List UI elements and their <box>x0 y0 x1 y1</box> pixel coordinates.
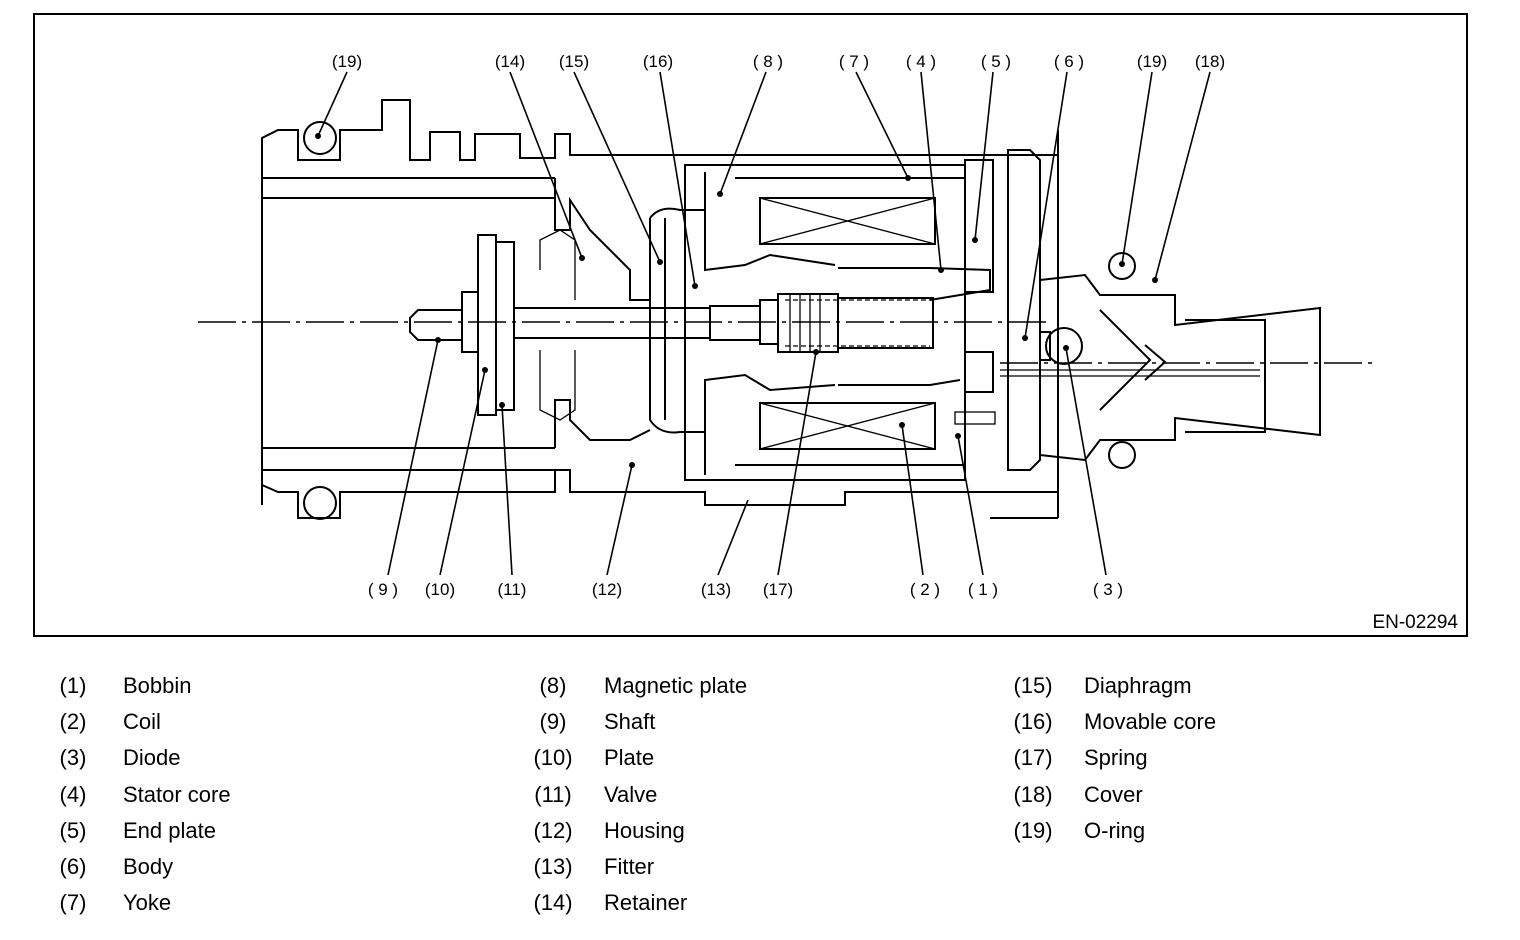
movable-core-and-spring <box>759 293 934 353</box>
legend-part-name: Stator core <box>123 781 231 807</box>
legend-number: (4) <box>59 781 87 807</box>
legend-number: (12) <box>533 817 573 843</box>
callout-7: ( 7 ) <box>839 52 869 71</box>
legend-number: (14) <box>533 890 573 916</box>
legend-number: (11) <box>534 781 572 807</box>
legend-part-name: Diode <box>123 745 181 771</box>
leader-lines <box>317 71 1211 576</box>
legend-part-name: Coil <box>123 709 161 735</box>
legend-part-name: Plate <box>604 745 655 771</box>
coil-winding-upper <box>759 197 936 245</box>
callout-15: (15) <box>559 52 589 71</box>
callout-5: ( 5 ) <box>981 52 1011 71</box>
diaphragm-and-retainer <box>649 207 705 434</box>
figure-frame <box>33 13 1468 637</box>
housing-outline <box>261 99 1059 519</box>
callout-11: (11) <box>498 580 527 599</box>
legend-part-name: Valve <box>604 781 658 807</box>
callout-3: ( 3 ) <box>1093 580 1123 599</box>
callout-1: ( 1 ) <box>968 580 998 599</box>
legend-number: (1) <box>59 673 87 698</box>
figure-id: EN-02294 <box>1372 612 1458 633</box>
legend-number: (2) <box>59 709 87 735</box>
legend-number: (9) <box>539 709 567 735</box>
legend-part-name: Housing <box>604 817 685 843</box>
legend-number: (18) <box>1013 781 1053 807</box>
legend-part-name: Shaft <box>604 709 656 735</box>
legend-part-name: O-ring <box>1084 817 1146 843</box>
legend-number: (13) <box>533 853 573 879</box>
legend-number: (15) <box>1013 673 1053 698</box>
callout-19-left: (19) <box>332 52 362 71</box>
legend-number: (10) <box>533 745 573 771</box>
legend-part-name: Magnetic plate <box>604 673 748 698</box>
callout-4: ( 4 ) <box>906 52 936 71</box>
legend-part-name: Spring <box>1084 745 1148 771</box>
callout-14: (14) <box>495 52 525 71</box>
callout-19-right: (19) <box>1137 52 1167 71</box>
legend-number: (16) <box>1013 709 1053 735</box>
legend-part-name: Body <box>123 853 174 879</box>
o-ring-right <box>1108 252 1136 469</box>
legend-number: (17) <box>1013 745 1053 771</box>
diode <box>1039 327 1083 365</box>
legend-number: (3) <box>59 745 87 771</box>
legend-part-name: Yoke <box>123 890 172 916</box>
callout-2: ( 2 ) <box>910 580 940 599</box>
legend-part-name: Movable core <box>1084 709 1217 735</box>
yoke-and-magnetic-plate <box>684 164 966 481</box>
legend-part-name: Cover <box>1084 781 1143 807</box>
callout-16: (16) <box>643 52 673 71</box>
o-ring-left-upper <box>303 121 337 155</box>
legend-number: (6) <box>59 853 87 879</box>
legend-part-name: End plate <box>123 817 216 843</box>
legend-part-name: Fitter <box>604 853 655 879</box>
coil-winding-lower <box>759 402 936 450</box>
callout-18: (18) <box>1195 52 1225 71</box>
callout-6: ( 6 ) <box>1054 52 1084 71</box>
cross-section-drawing: (19) (14) (15) (16) ( 8 ) ( 7 ) ( 4 ) ( … <box>33 13 1468 637</box>
legend-number: (5) <box>59 817 87 843</box>
callout-8: ( 8 ) <box>753 52 783 71</box>
legend-number: (7) <box>59 890 87 916</box>
legend-number: (19) <box>1013 817 1053 843</box>
o-ring-left-lower <box>303 486 337 520</box>
legend-number: (8) <box>539 673 567 698</box>
solenoid-valve-cross-section-figure: (19) (14) (15) (16) ( 8 ) ( 7 ) ( 4 ) ( … <box>33 13 1468 637</box>
shaft-assembly <box>409 229 761 421</box>
stator-core-and-end-plate <box>838 159 996 425</box>
callout-17: (17) <box>763 580 793 599</box>
body-and-cover <box>1000 149 1321 471</box>
callout-13: (13) <box>701 580 731 599</box>
callout-12: (12) <box>592 580 622 599</box>
callout-9: ( 9 ) <box>368 580 398 599</box>
legend-part-name: Diaphragm <box>1084 673 1192 698</box>
parts-legend: (1) Bobbin (2) Coil (3) Diode (4) Stator cor… <box>0 668 1520 928</box>
legend-part-name: Retainer <box>604 890 688 916</box>
callout-10: (10) <box>425 580 455 599</box>
leader-dots <box>315 133 1158 468</box>
legend-part-name: Bobbin <box>123 673 192 698</box>
